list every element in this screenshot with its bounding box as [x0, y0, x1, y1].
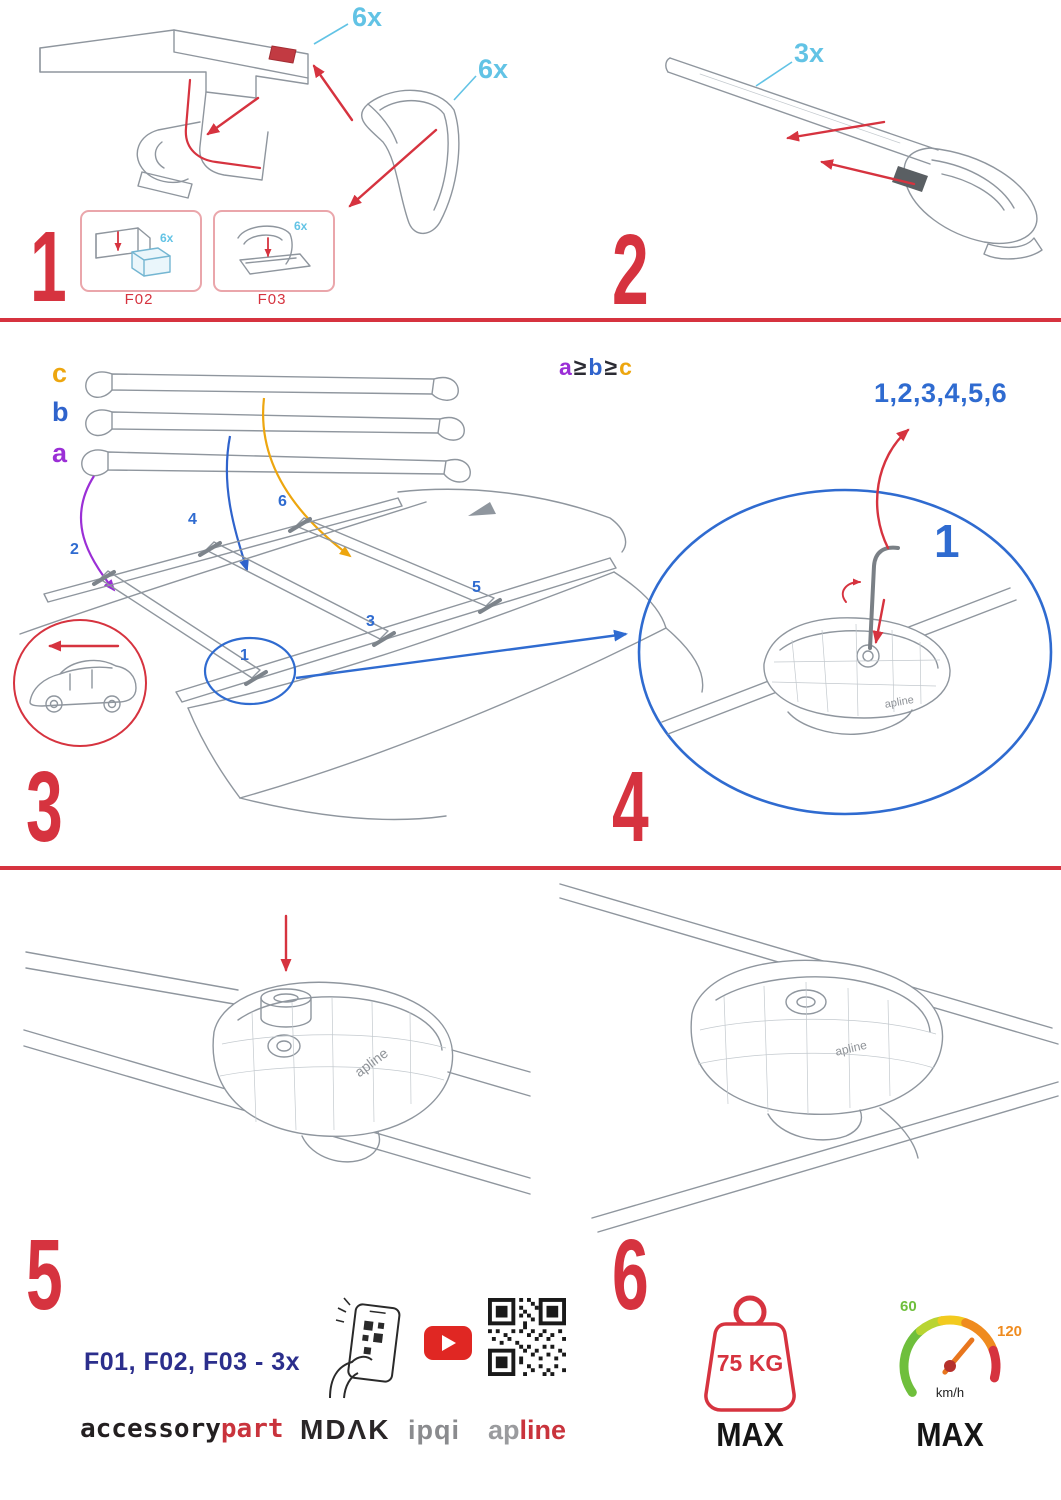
tighten-sequence: 1,2,3,4,5,6: [874, 378, 1008, 408]
position-3: 3: [366, 613, 375, 630]
bar-label-c: c: [52, 358, 68, 388]
thumb-f03-label: F03: [257, 291, 287, 308]
bar-label-a: a: [52, 438, 68, 468]
ipqi-logo: ipqi: [408, 1415, 460, 1445]
accessorypart-logo: accessorypart: [80, 1416, 284, 1442]
step3-first-position-highlight: [203, 629, 628, 706]
step2-insert-arrows: [786, 120, 916, 186]
allen-key-drawing: [868, 545, 900, 650]
step3-crossbars-drawing: [81, 371, 471, 483]
step3-roof-drawing: [19, 488, 704, 821]
youtube-icon: [424, 1326, 472, 1360]
rule-a: a: [559, 354, 572, 380]
speed-low-label: 60: [900, 1298, 917, 1315]
apline-logo-red: line: [519, 1415, 567, 1445]
accessorypart-logo-red: part: [220, 1414, 284, 1444]
step6-installed-drawing: [559, 883, 1059, 1233]
step2-bar-drawing: [665, 57, 1043, 260]
step1-qty-top: 6x: [352, 2, 383, 32]
step2-qty: 3x: [794, 38, 825, 68]
accessorypart-logo-black: accessory: [80, 1414, 221, 1444]
fitting-kit-line: F01, F02, F03 - 3x: [84, 1348, 301, 1376]
thumb-f03: [213, 210, 335, 292]
thumb-f02-qty: 6x: [160, 231, 174, 245]
step3-number: 3: [26, 751, 63, 863]
apline-logo: apline: [488, 1417, 566, 1444]
section-divider-2: [0, 866, 1061, 870]
step3-order-leader-curves: [79, 397, 352, 592]
thumb-f03-qty: 6x: [294, 219, 308, 233]
clamp-brand-step4: apline: [883, 693, 915, 711]
step3-car-inset: [13, 619, 147, 747]
apline-logo-gray: ap: [488, 1415, 520, 1445]
step4-zoom-drawing: [637, 428, 1053, 816]
clamp-brand-step6: apline: [833, 1037, 869, 1059]
thumb-f02-label: F02: [124, 291, 154, 308]
step1-qty-cover: 6x: [478, 54, 509, 84]
position-5: 5: [472, 579, 481, 596]
length-rule: a≥b≥c: [558, 356, 633, 379]
thumb-f02: [80, 210, 202, 292]
step1-foot-drawing: [39, 29, 309, 199]
max-weight-value: 75 KG: [716, 1350, 784, 1376]
position-4: 4: [188, 511, 197, 528]
phone-qr-scan-icon: [329, 1297, 401, 1399]
section-divider-1: [0, 318, 1061, 322]
step1-number: 1: [30, 211, 67, 323]
position-1: 1: [240, 647, 249, 664]
position-6: 6: [278, 493, 287, 510]
speedometer-icon: [899, 1315, 1001, 1397]
step1-qty-leader-lines: [313, 23, 477, 101]
step5-knob-drawing: [23, 914, 531, 1195]
step4-number: 4: [612, 751, 649, 863]
step5-number: 5: [26, 1219, 63, 1331]
position-2: 2: [70, 541, 79, 558]
max-weight-label: MAX: [716, 1416, 784, 1453]
rule-c: c: [619, 354, 632, 380]
speed-unit-label: km/h: [935, 1385, 965, 1400]
step1-assembly-arrows: [184, 64, 438, 208]
step2-qty-leader-line: [755, 61, 793, 87]
clamp-brand-step5: apline: [351, 1044, 391, 1080]
max-speed-label: MAX: [916, 1416, 984, 1453]
rule-ge2: ≥: [604, 354, 618, 380]
mdak-logo: MDΛK: [300, 1414, 391, 1445]
speed-high-label: 120: [997, 1323, 1023, 1340]
rule-ge1: ≥: [573, 354, 587, 380]
step1-cover-drawing: [361, 89, 460, 235]
step2-number: 2: [612, 214, 649, 326]
step6-number: 6: [612, 1219, 649, 1331]
bar-label-b: b: [52, 397, 69, 427]
sequence-start-number: 1: [934, 515, 960, 567]
rule-b: b: [588, 354, 603, 380]
qr-code-icon: [488, 1298, 566, 1376]
